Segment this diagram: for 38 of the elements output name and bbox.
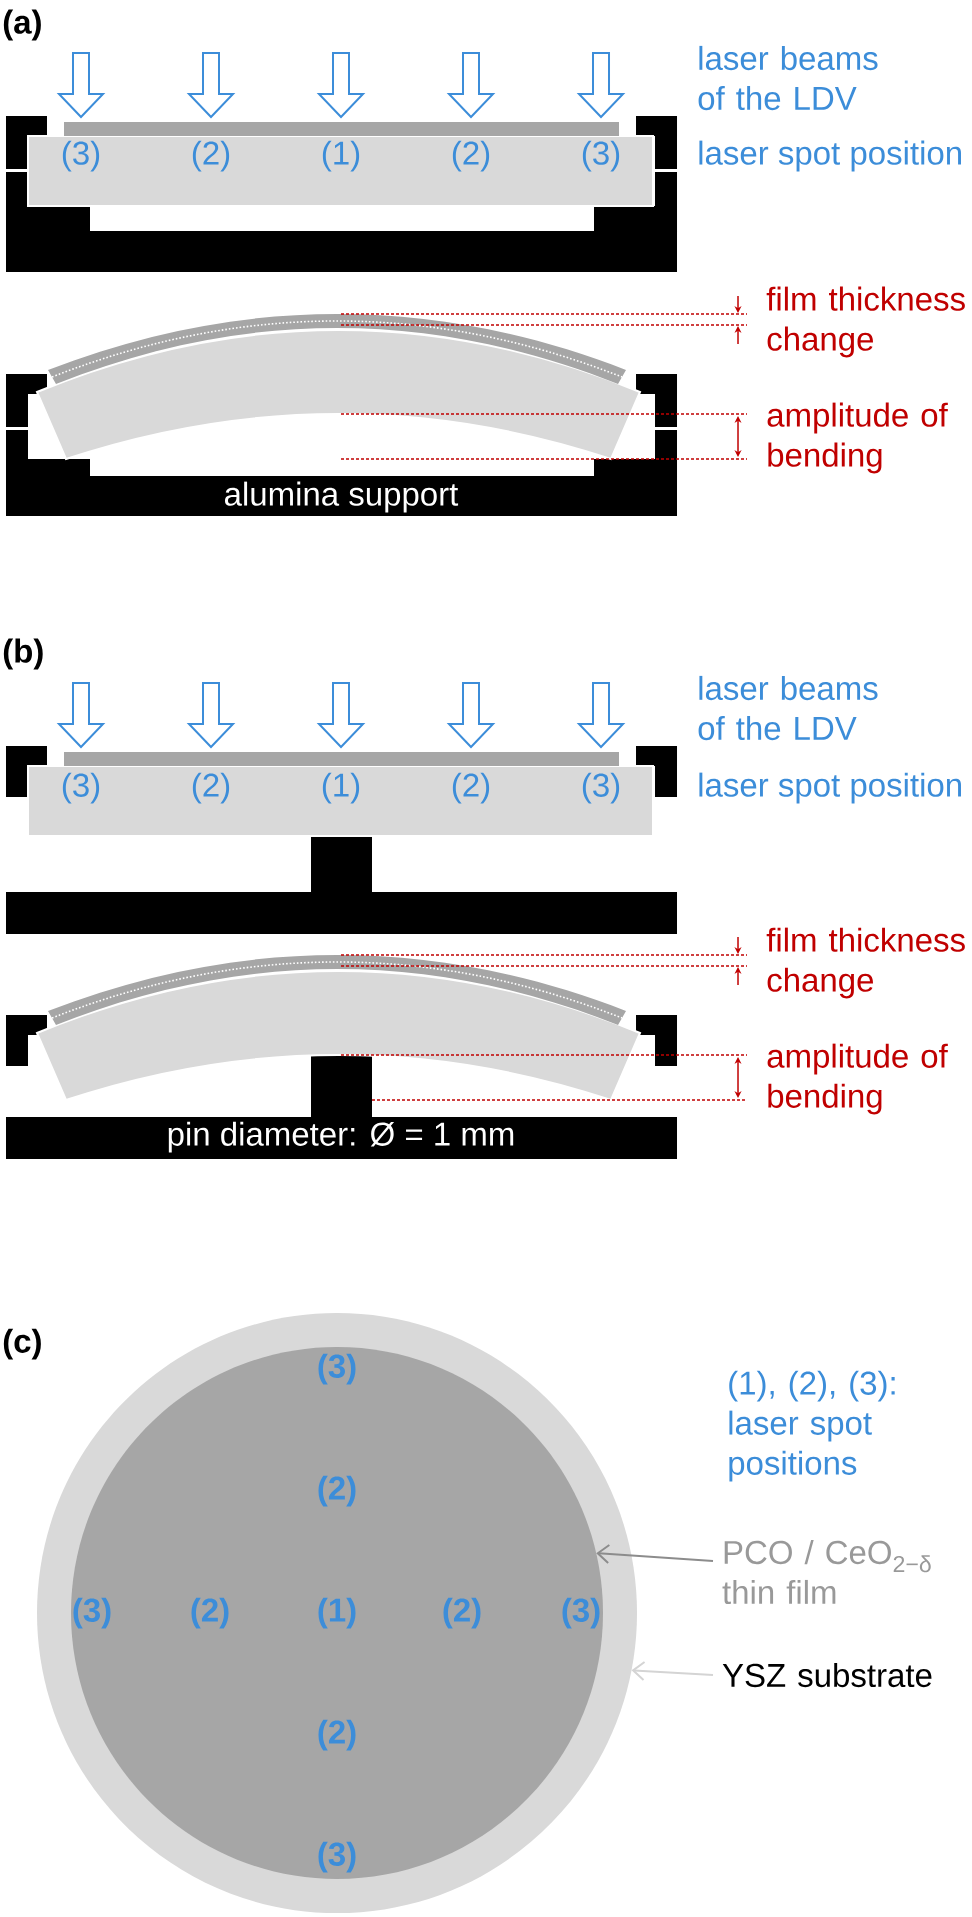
leader-line [596,1544,714,1564]
thin-film-disc [71,1347,603,1880]
spot-number: (2) [318,1719,356,1751]
leader-label: PCO / CeO$_{2−δ}$ thin film [722,1539,931,1605]
spot-number: (2) [452,772,490,804]
spot-number: (1) [322,772,360,804]
spot-number: (2) [192,140,230,172]
spot-number: (3) [318,1353,356,1385]
panel-label: (c) [3,1328,41,1360]
spot-number: (2) [318,1475,356,1507]
spot-number: (3) [73,1597,111,1629]
annotation-text: laser beams of the LDV [698,675,878,741]
support-label: alumina support [225,481,459,513]
support-label: pin diameter: Ø = 1 mm [168,1121,514,1153]
spot-number: (3) [318,1841,356,1873]
spot-number: (2) [443,1597,481,1629]
spot-number: (3) [62,772,100,804]
spot-number: (1) [322,140,360,172]
spot-number: (3) [562,1597,600,1629]
annotation-text: film thickness change [766,927,965,999]
panel-label: (a) [3,9,41,41]
annotation-text: laser beams of the LDV [698,45,878,111]
spot-number: (2) [192,772,230,804]
panel-label: (b) [3,638,43,670]
leader-label: YSZ substrate [722,1662,932,1688]
spot-number: (1) [318,1597,356,1629]
annotation-text: amplitude of bending [767,1043,948,1115]
annotation-text: film thickness change [766,286,965,358]
spot-number: (3) [582,140,620,172]
annotation-text: laser spot position [699,772,961,804]
spot-number: (2) [452,140,490,172]
annotation-text: (1), (2), (3): laser spot positions [729,1370,895,1482]
annotation-text: laser spot position [699,140,961,172]
spot-number: (3) [62,140,100,172]
leader-line [631,1661,714,1681]
spot-number: (2) [191,1597,229,1629]
spot-number: (3) [582,772,620,804]
annotation-text: amplitude of bending [767,402,948,474]
